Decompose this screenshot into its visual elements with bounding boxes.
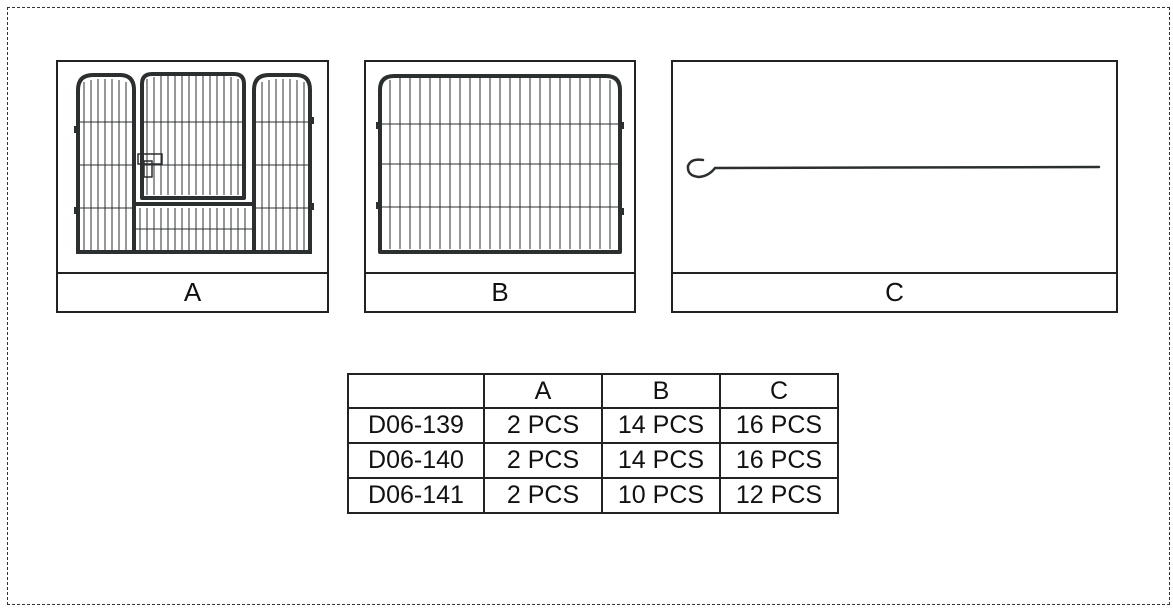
dashed-border bbox=[7, 7, 1170, 605]
part-c-label: C bbox=[673, 272, 1116, 311]
table-header-row: A B C bbox=[347, 373, 839, 409]
table-header-cell: B bbox=[601, 373, 721, 409]
table-row: D06-141 2 PCS 10 PCS 12 PCS bbox=[347, 477, 839, 514]
part-b-card: B bbox=[364, 60, 636, 313]
qty-cell: 12 PCS bbox=[719, 477, 839, 514]
table-row: D06-139 2 PCS 14 PCS 16 PCS bbox=[347, 407, 839, 444]
table-row: D06-140 2 PCS 14 PCS 16 PCS bbox=[347, 442, 839, 479]
model-cell: D06-139 bbox=[347, 407, 485, 444]
fence-panel-icon bbox=[366, 62, 634, 272]
qty-cell: 2 PCS bbox=[483, 477, 603, 514]
qty-cell: 16 PCS bbox=[719, 442, 839, 479]
connecting-rod-icon bbox=[673, 62, 1116, 272]
qty-cell: 14 PCS bbox=[601, 407, 721, 444]
qty-cell: 14 PCS bbox=[601, 442, 721, 479]
qty-cell: 2 PCS bbox=[483, 407, 603, 444]
model-cell: D06-141 bbox=[347, 477, 485, 514]
quantity-table: A B C D06-139 2 PCS 14 PCS 16 PCS D06-14… bbox=[347, 373, 839, 514]
table-header-cell: A bbox=[483, 373, 603, 409]
part-a-card: A bbox=[56, 60, 329, 313]
door-panel-icon bbox=[58, 62, 327, 272]
part-a-label: A bbox=[58, 272, 327, 311]
table-header-cell: C bbox=[719, 373, 839, 409]
qty-cell: 10 PCS bbox=[601, 477, 721, 514]
qty-cell: 2 PCS bbox=[483, 442, 603, 479]
model-cell: D06-140 bbox=[347, 442, 485, 479]
qty-cell: 16 PCS bbox=[719, 407, 839, 444]
table-header-cell bbox=[347, 373, 485, 409]
part-b-label: B bbox=[366, 272, 634, 311]
part-c-card: C bbox=[671, 60, 1118, 313]
